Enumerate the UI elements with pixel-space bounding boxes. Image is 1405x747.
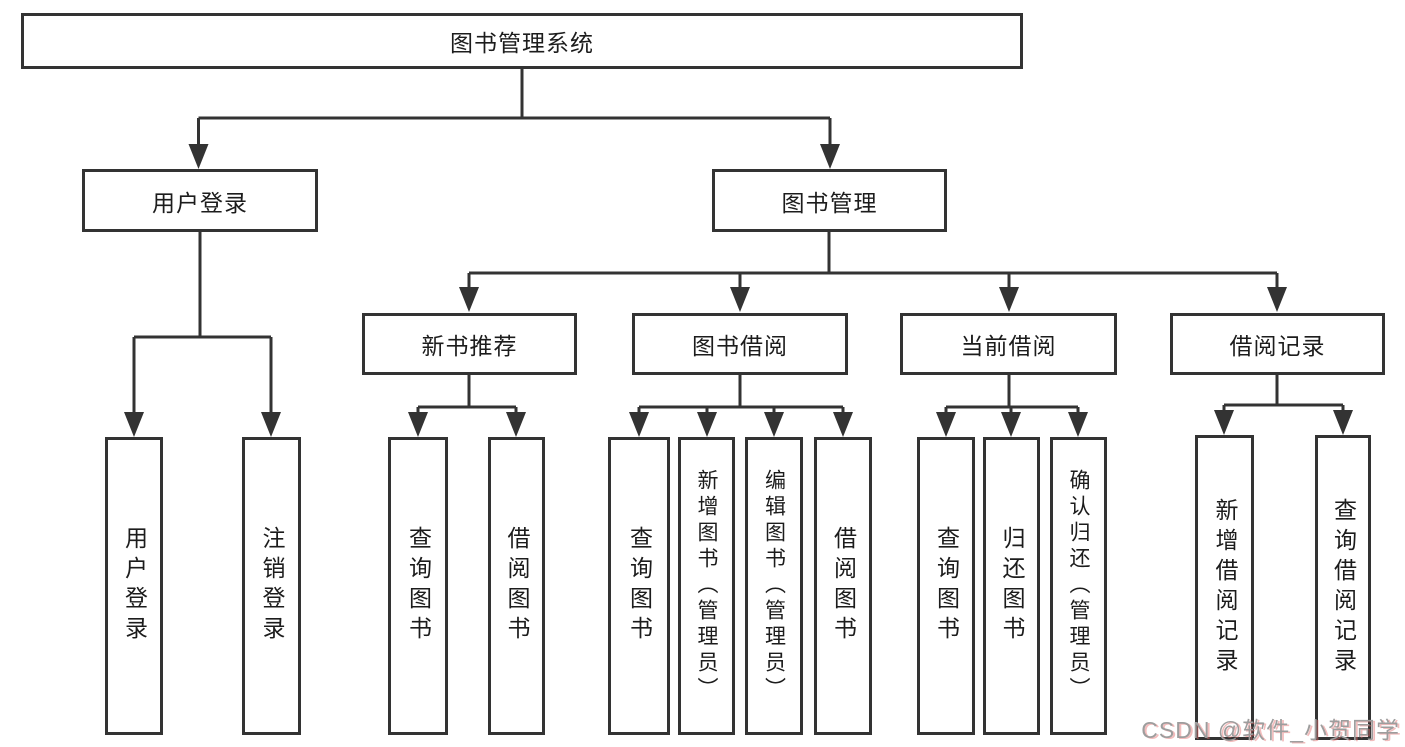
leaf-borrow-books: 借阅图书: [814, 437, 872, 735]
node-root-label: 图书管理系统: [450, 30, 594, 56]
leaf-query-books-current-label: 查询图书: [933, 526, 960, 646]
leaf-query-books-recommend: 查询图书: [388, 437, 448, 735]
leaf-borrow-books-recommend: 借阅图书: [488, 437, 545, 735]
node-root: 图书管理系统: [21, 13, 1023, 69]
node-book-borrowing-label: 图书借阅: [692, 333, 788, 359]
node-book-management-label: 图书管理: [781, 189, 878, 216]
leaf-add-borrow-record-label: 新增借阅记录: [1212, 497, 1238, 678]
connector-elbows: [132, 69, 1345, 415]
leaf-edit-books-admin-label: 编辑图书（管理员）: [762, 469, 786, 703]
leaf-query-books-current: 查询图书: [917, 437, 975, 735]
leaf-query-borrow-record: 查询借阅记录: [1315, 435, 1371, 740]
node-book-management: 图书管理: [712, 169, 947, 232]
leaf-return-books: 归还图书: [983, 437, 1040, 735]
node-user-login-label: 用户登录: [152, 189, 248, 216]
watermark: CSDN @软件_小贺同学: [1141, 717, 1400, 743]
leaf-query-books-borrowing-label: 查询图书: [626, 526, 653, 646]
leaf-query-books-borrowing: 查询图书: [608, 437, 670, 735]
leaf-borrow-books-recommend-label: 借阅图书: [504, 526, 530, 646]
node-book-borrowing: 图书借阅: [632, 313, 848, 375]
node-borrowing-records-label: 借阅记录: [1229, 333, 1326, 359]
leaf-borrow-books-label: 借阅图书: [830, 526, 857, 646]
leaf-logout-label: 注销登录: [259, 526, 285, 646]
leaf-return-books-label: 归还图书: [999, 526, 1025, 646]
leaf-user-login-label: 用户登录: [121, 526, 148, 646]
leaf-add-borrow-record: 新增借阅记录: [1195, 435, 1254, 740]
node-current-borrowing-label: 当前借阅: [960, 333, 1057, 359]
leaf-query-borrow-record-label: 查询借阅记录: [1330, 497, 1357, 678]
leaf-edit-books-admin: 编辑图书（管理员）: [745, 437, 803, 735]
node-current-borrowing: 当前借阅: [900, 313, 1117, 375]
leaf-confirm-return-admin-label: 确认归还（管理员）: [1067, 469, 1090, 703]
node-new-book-recommend-label: 新书推荐: [421, 333, 518, 359]
leaf-logout: 注销登录: [242, 437, 301, 735]
node-borrowing-records: 借阅记录: [1170, 313, 1385, 375]
leaf-user-login: 用户登录: [105, 437, 163, 735]
leaf-confirm-return-admin: 确认归还（管理员）: [1050, 437, 1107, 735]
arrowheads: [124, 144, 1353, 437]
node-user-login: 用户登录: [82, 169, 318, 232]
node-new-book-recommend: 新书推荐: [362, 313, 577, 375]
leaf-query-books-recommend-label: 查询图书: [405, 526, 432, 646]
leaf-add-books-admin: 新增图书（管理员）: [678, 437, 735, 735]
leaf-add-books-admin-label: 新增图书（管理员）: [695, 469, 718, 703]
